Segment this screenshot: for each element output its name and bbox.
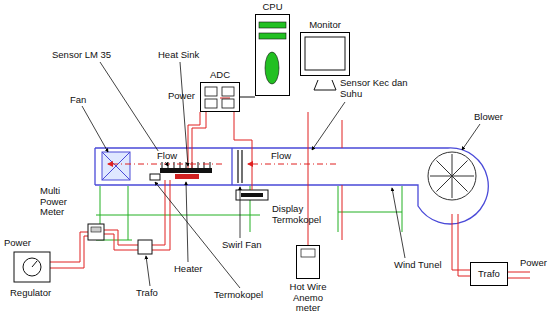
part-label: Heater [174,264,203,275]
part-label: Sensor LM 35 [52,50,111,61]
anemometer-detail [301,249,315,257]
wiring [50,98,530,278]
adc-detail [205,87,234,108]
heat-sink [150,162,212,180]
part-label: Heat Sink [158,50,199,61]
part-label: Fan [70,95,86,106]
transformer-box: Trafo [470,262,508,286]
node-label: ADC [210,70,230,81]
part-label: Display Termokopel [272,204,334,225]
fan-symbol [102,152,130,180]
blower-wheel [428,152,476,200]
power-meter [88,224,104,240]
transformer [138,240,152,254]
part-label: Swirl Fan [222,240,262,251]
swirl-fan [238,150,242,183]
node-label: Trafo [478,269,500,280]
power-label: Power [4,238,31,249]
node-label: Monitor [309,20,341,31]
flow-label: Flow [156,151,178,162]
power-label: Power [520,258,547,269]
part-label: Blower [474,112,503,123]
node-label: Hot Wire Anemo meter [285,282,331,314]
monitor: Monitor [300,32,350,76]
part-label: Regulator [10,288,51,299]
anemometer: Hot Wire Anemo meter [296,245,320,279]
part-label: Trafo [136,288,158,299]
regulator [14,252,50,282]
power-label: Power [168,91,195,102]
sensor-label: Sensor Kec dan Suhu [340,78,412,99]
part-label: Wind Tunel [394,260,442,271]
computer-tower: CPU [255,14,290,96]
node-label: CPU [262,2,282,13]
adc-box: ADC [200,82,240,112]
support-stand [96,186,402,240]
thermocouple-display [236,190,268,200]
flow-label: Flow [270,151,292,162]
part-label: Multi Power Meter [40,186,82,218]
part-label: Termokopel [214,290,263,301]
flow-arrow [108,164,336,165]
